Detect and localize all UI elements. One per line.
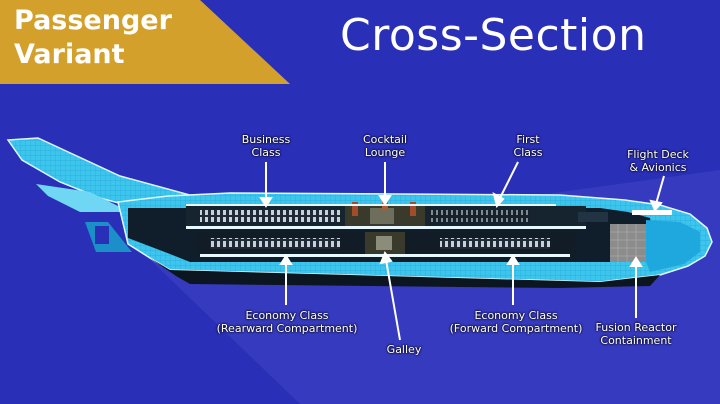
variant-banner (0, 0, 290, 84)
lounge-figure-left (352, 202, 358, 216)
banner-line-1: Passenger (14, 5, 172, 36)
label-cocktail-line-1: Cocktail (363, 133, 407, 146)
economy-forward-seating (440, 238, 550, 249)
label-business-class: Business Class (242, 133, 291, 159)
nose-cone (646, 220, 700, 272)
label-galley: Galley (386, 343, 422, 356)
label-first-line-2: Class (513, 146, 543, 159)
engine-intake (95, 226, 109, 244)
first-class-seating (430, 210, 530, 222)
label-business-line-1: Business (241, 133, 291, 146)
label-fusion-line-1: Fusion Reactor (595, 321, 677, 334)
banner-line-2: Variant (14, 39, 125, 70)
label-flight-deck: Flight Deck & Avionics (627, 148, 689, 174)
label-business-line-2: Class (251, 146, 281, 159)
label-economy-rear-line-1: Economy Class (245, 309, 329, 322)
label-first-line-1: First (516, 133, 540, 146)
lounge-bar (370, 208, 394, 224)
upper-deck-floor (186, 226, 586, 229)
tail-stabilizer (36, 184, 130, 212)
label-fusion-reactor: Fusion Reactor Containment (596, 321, 677, 347)
business-seating (200, 210, 340, 222)
galley-counter (376, 236, 392, 250)
label-first-class: First Class (514, 133, 543, 159)
label-economy-fwd-line-1: Economy Class (474, 309, 558, 322)
label-flight-line-1: Flight Deck (627, 148, 689, 161)
label-cocktail-line-2: Lounge (364, 146, 406, 159)
label-economy-rear-line-2: (Rearward Compartment) (216, 322, 358, 335)
cockpit-window (632, 210, 672, 215)
avionics-bay (578, 212, 608, 222)
ceiling-strip (186, 204, 556, 206)
reactor-grid (610, 224, 646, 262)
label-economy-forward: Economy Class (Forward Compartment) (450, 309, 583, 335)
economy-rear-seating (210, 238, 340, 249)
label-flight-line-2: & Avionics (629, 161, 687, 174)
underbelly (150, 258, 660, 288)
label-economy-rearward: Economy Class (Rearward Compartment) (217, 309, 358, 335)
label-fusion-line-2: Containment (600, 334, 672, 347)
callout-pointers (259, 161, 665, 341)
lounge-figure-right (410, 202, 416, 216)
page-title: Cross-Section (340, 10, 647, 61)
label-economy-fwd-line-2: (Forward Compartment) (449, 322, 583, 335)
label-cocktail-lounge: Cocktail Lounge (363, 133, 407, 159)
